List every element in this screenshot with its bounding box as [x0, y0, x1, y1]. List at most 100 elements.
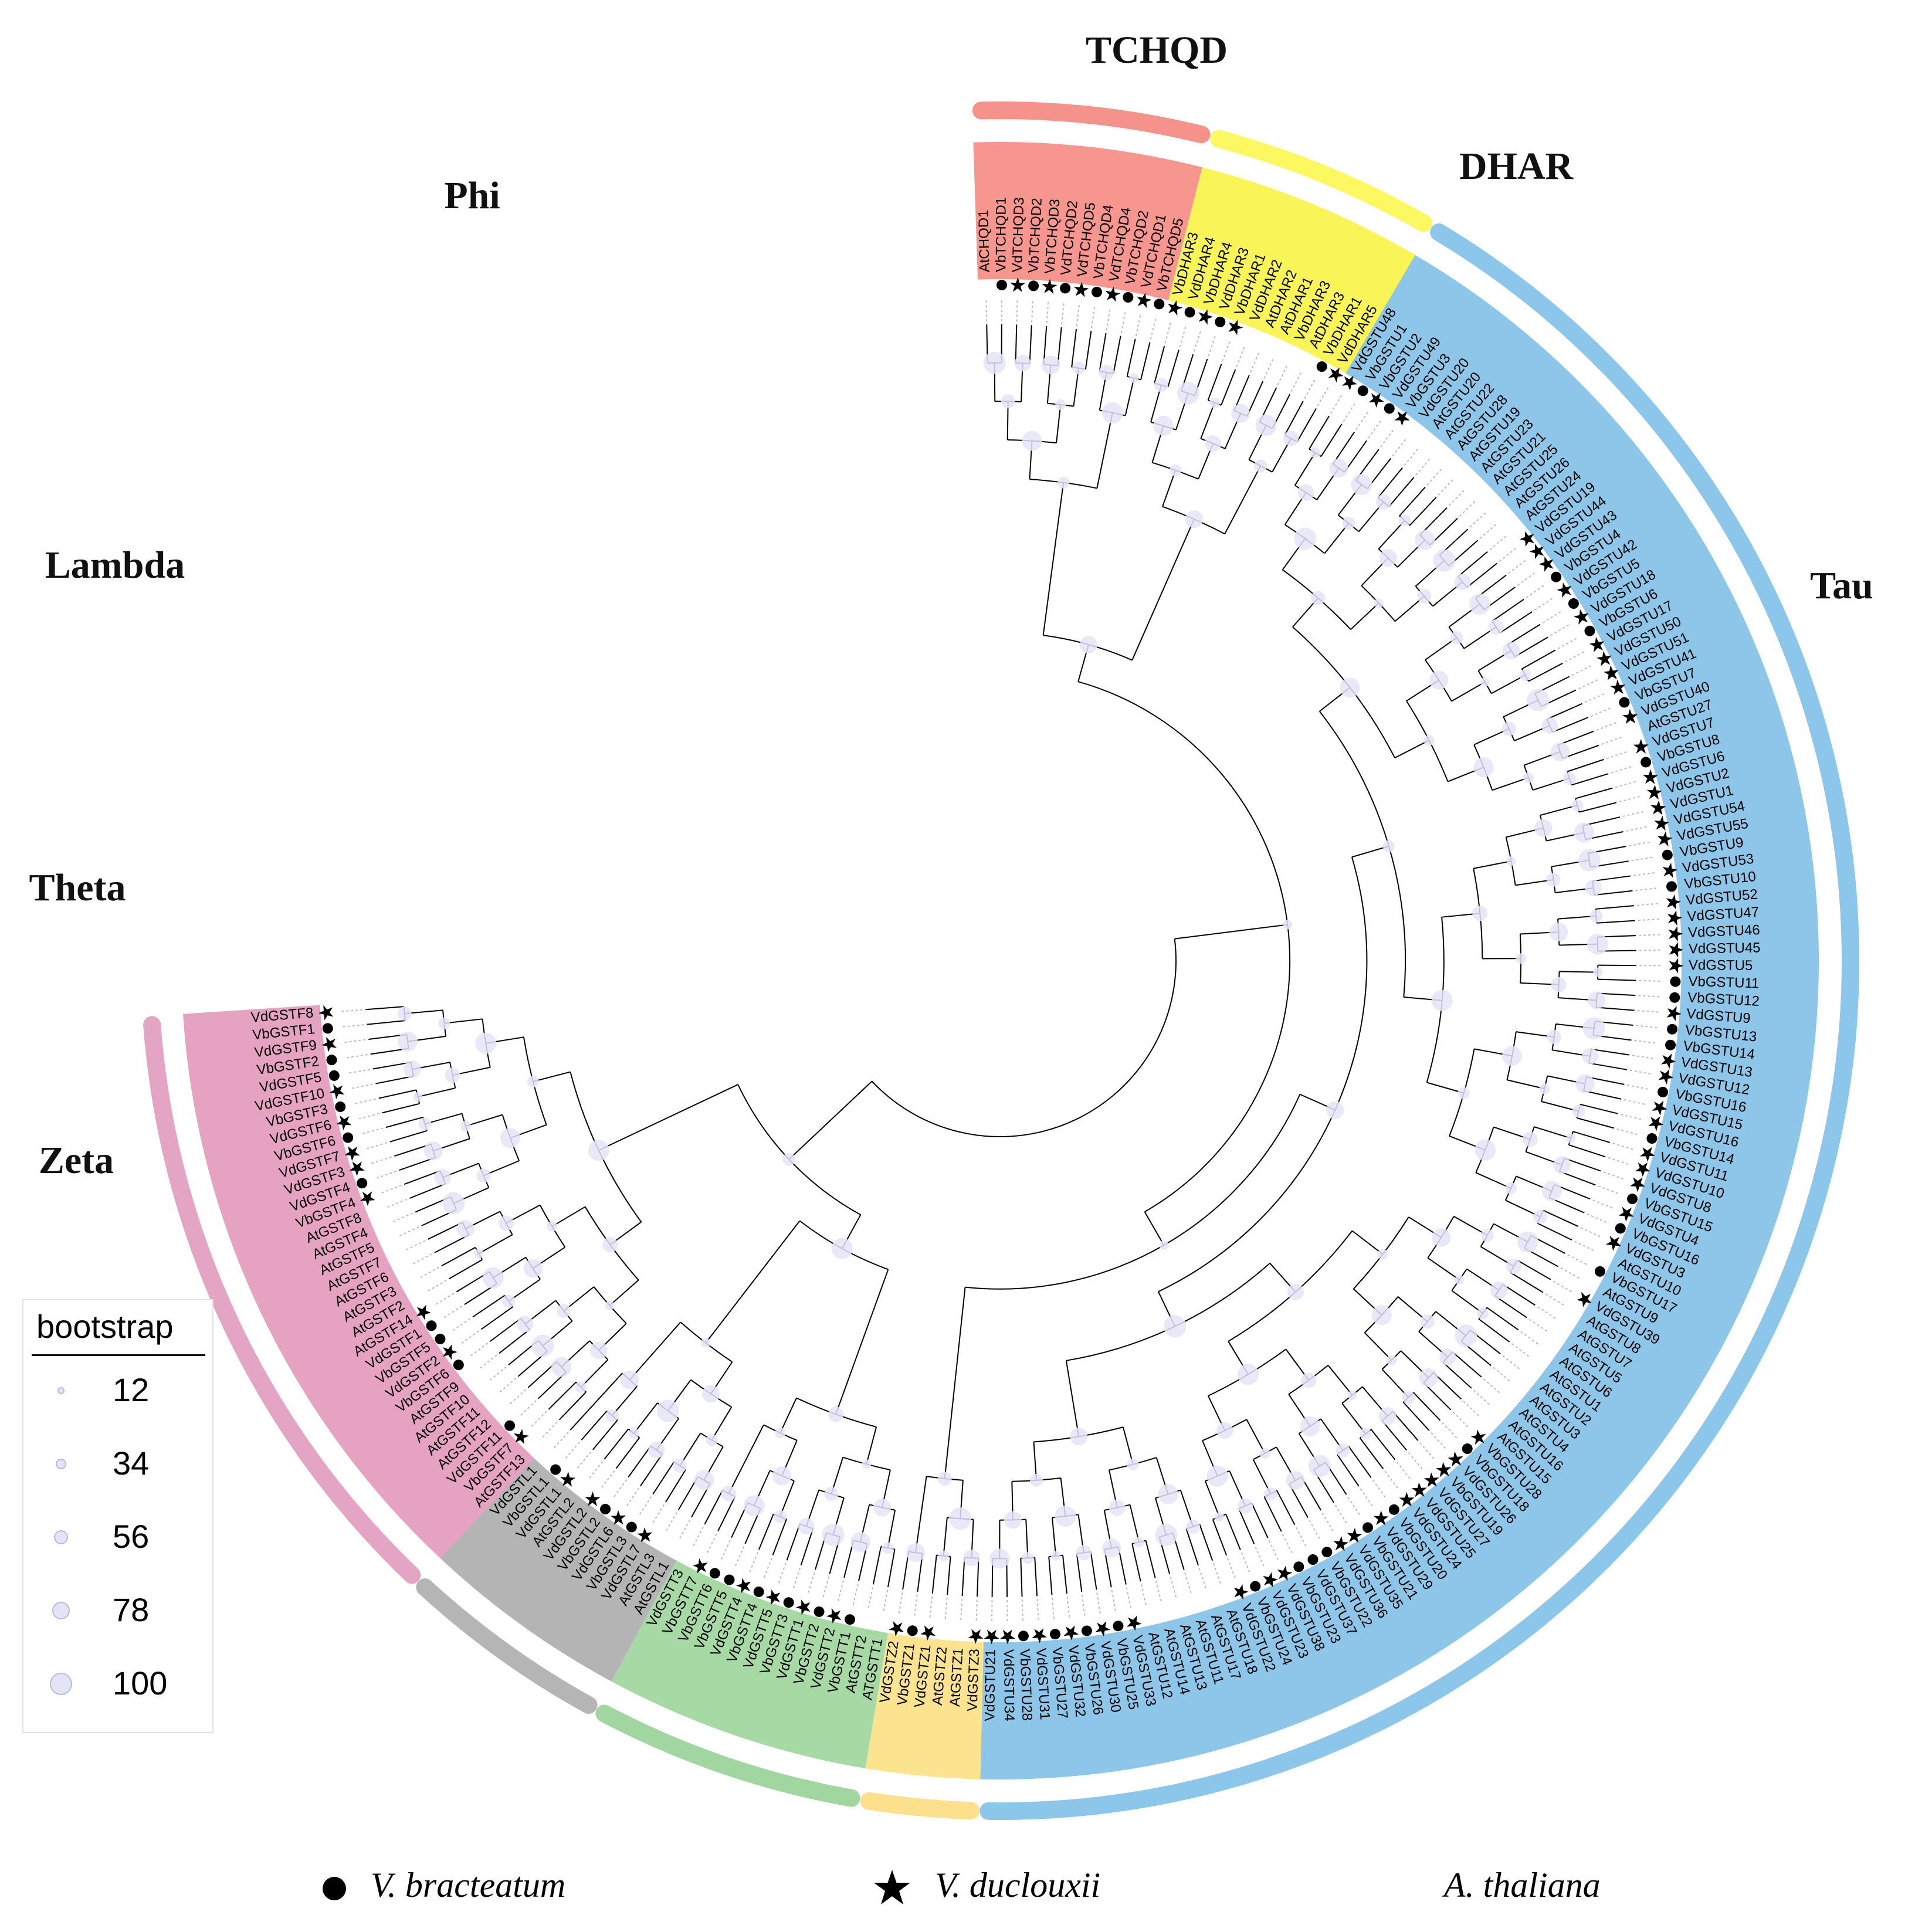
bootstrap-circle: [648, 1442, 665, 1459]
bootstrap-circle: [442, 1192, 465, 1215]
leaf-leader: [1208, 334, 1217, 357]
bootstrap-circle: [1473, 757, 1494, 778]
bootstrap-circle: [850, 1532, 870, 1553]
branch-line: [1409, 497, 1437, 526]
leaf-leader: [347, 1069, 371, 1075]
bootstrap-circle: [989, 1548, 1010, 1569]
legend-title: bootstrap: [36, 1308, 174, 1345]
leaf-leader: [1587, 1213, 1609, 1224]
leaf-leader: [883, 1589, 889, 1614]
bootstrap-circle: [1347, 1390, 1357, 1400]
branch-line: [1562, 744, 1599, 759]
star-icon: [360, 1191, 375, 1206]
bootstrap-circle: [1472, 906, 1488, 921]
star-icon: [1606, 1236, 1621, 1251]
branch-line: [394, 1143, 432, 1157]
bootstrap-circle: [498, 1215, 514, 1231]
branch-line: [1140, 342, 1151, 380]
branch-line: [1276, 1490, 1296, 1526]
leaf-leader: [706, 1533, 717, 1555]
leaf-leader: [1135, 313, 1142, 337]
star-icon: [1063, 1625, 1079, 1640]
leaf-leader: [1635, 887, 1659, 892]
dot-icon: [1215, 316, 1226, 327]
bootstrap-circle: [1286, 1471, 1305, 1490]
branch-line: [1492, 777, 1529, 791]
star-icon: [1277, 1565, 1293, 1581]
leaf-leader: [1066, 1596, 1070, 1620]
star-icon: [1228, 320, 1243, 335]
star-icon: [1368, 392, 1384, 408]
legend-circle: [50, 1673, 72, 1695]
dot-icon: [1615, 1223, 1626, 1234]
legend-value: 34: [113, 1445, 150, 1482]
leaf-leader: [1571, 664, 1594, 676]
dot-icon: [845, 1614, 856, 1625]
dot-icon: [1551, 571, 1562, 582]
branch-line: [1577, 1117, 1615, 1129]
branch-line: [977, 1558, 979, 1597]
leaf-leader: [985, 298, 988, 322]
dot-icon: [335, 1101, 346, 1113]
dot-icon: [1388, 1504, 1399, 1515]
dot-icon: [1662, 849, 1673, 860]
star-icon: [1399, 1492, 1415, 1507]
dot-icon: [1184, 307, 1195, 318]
star-icon: [585, 1492, 601, 1507]
leaf-label: VdGSTU45: [1689, 940, 1761, 957]
bootstrap-circle: [397, 1006, 412, 1021]
dot-icon: [907, 1625, 918, 1636]
bootstrap-circle: [1541, 1181, 1562, 1201]
bootstrap-circle: [1351, 474, 1372, 496]
dot-icon: [626, 1521, 637, 1533]
branch-line: [472, 1294, 505, 1318]
group-label: DHAR: [1459, 145, 1574, 188]
bootstrap-circle: [1539, 1083, 1550, 1094]
bootstrap-circle: [1297, 484, 1314, 501]
leaf-leader: [1061, 301, 1065, 325]
bootstrap-circle: [1214, 1512, 1224, 1522]
leaf-leader: [1626, 825, 1649, 832]
branch-line: [444, 1018, 483, 1024]
bootstrap-circle: [1490, 1281, 1508, 1299]
bootstrap-circle: [782, 1153, 796, 1166]
legend-value: 78: [113, 1591, 150, 1628]
star-icon: [1557, 582, 1572, 598]
bootstrap-circle: [1450, 631, 1463, 645]
bootstrap-circle: [1562, 772, 1576, 785]
branch-line: [1020, 1558, 1023, 1597]
branch-line: [1199, 1524, 1214, 1561]
branch-line: [1442, 1361, 1472, 1389]
bootstrap-circle: [1079, 635, 1097, 653]
bootstrap-circle: [1458, 1087, 1470, 1099]
bootstrap-circle: [1030, 1473, 1043, 1487]
branch-line: [1394, 740, 1429, 759]
bootstrap-circle: [605, 1409, 619, 1422]
branch-line: [1537, 1222, 1572, 1241]
branch-line: [448, 1259, 483, 1280]
bootstrap-circle: [1154, 378, 1168, 392]
dot-icon: [1462, 1443, 1473, 1455]
leaf-leader: [1473, 1389, 1492, 1406]
star-icon: [1411, 1482, 1427, 1497]
branch-line: [551, 1206, 586, 1227]
leaf-leader: [1330, 393, 1344, 414]
bootstrap-circle: [1055, 399, 1066, 410]
leaf-leader: [1408, 1452, 1424, 1471]
branch-line: [1296, 408, 1317, 442]
bootstrap-circle: [602, 1237, 618, 1253]
branch-line: [1540, 805, 1578, 816]
dot-icon: [1123, 292, 1134, 303]
leaf-leader: [734, 1546, 745, 1568]
leaf-leader: [1537, 1306, 1558, 1320]
star-icon: [1233, 1584, 1249, 1600]
dot-icon: [1362, 1522, 1374, 1533]
bootstrap-circle: [824, 1487, 839, 1501]
leaf-leader: [1240, 1552, 1251, 1575]
branch-line: [382, 1103, 420, 1114]
bootstrap-circle: [1310, 447, 1321, 458]
branch-line: [629, 1321, 682, 1381]
bootstrap-circle: [1423, 735, 1435, 746]
leaf-leader: [356, 1113, 379, 1120]
bootstrap-circle: [949, 1507, 972, 1530]
